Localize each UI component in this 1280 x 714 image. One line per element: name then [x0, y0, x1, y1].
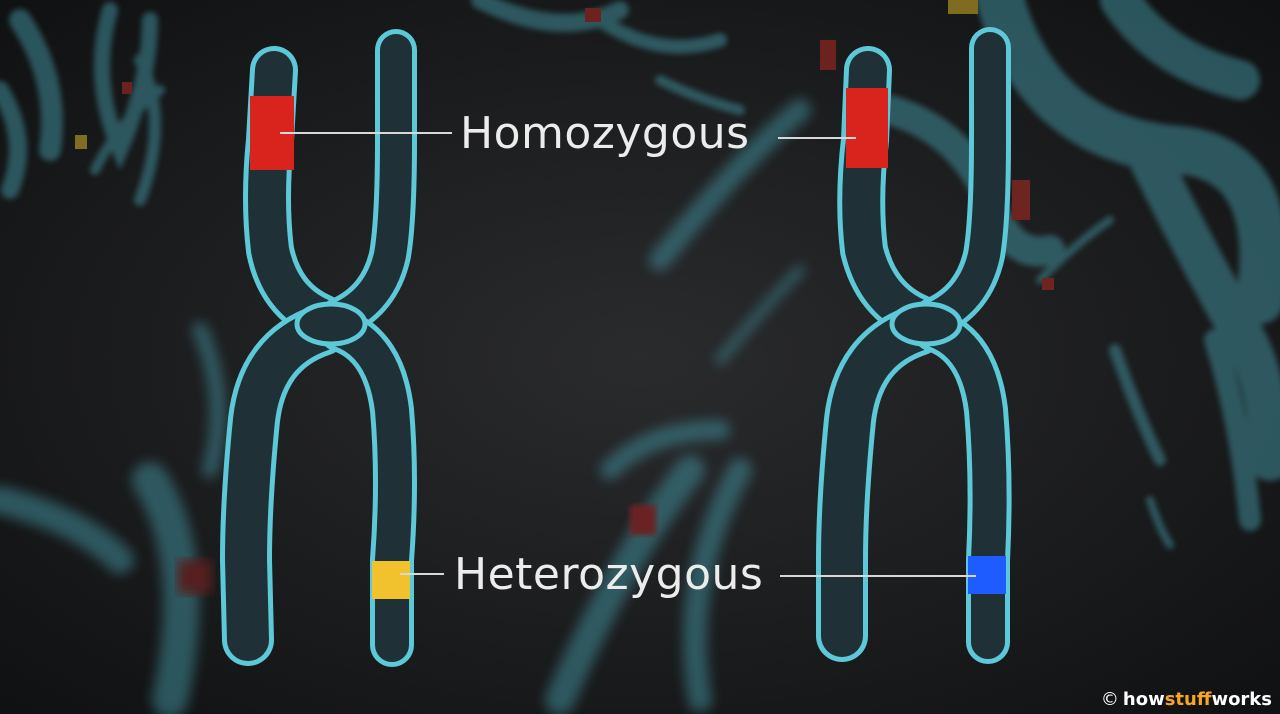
bg-chromosome: [0, 81, 27, 199]
chromatid-right-lower: [917, 313, 1007, 659]
credit-part-3: works: [1211, 689, 1272, 710]
bg-band-red: [585, 8, 601, 22]
bg-band-yellow: [75, 135, 87, 149]
bg-chromosome: [1129, 139, 1280, 481]
bg-chromosome: [593, 13, 727, 54]
bg-band-red: [820, 40, 836, 70]
bg-chromosome: [9, 9, 63, 161]
bg-chromosome: [655, 75, 745, 115]
bg-chromosome: [134, 54, 161, 206]
bg-band-red: [630, 505, 656, 535]
chromosome-left: [219, 29, 417, 667]
credit-part-2: stuff: [1164, 689, 1212, 710]
centromere-left: [294, 301, 368, 347]
heterozygous-label: Heterozygous: [454, 549, 764, 600]
chromatid-left-lower: [821, 309, 939, 657]
bg-chromosome: [192, 322, 226, 478]
bg-band-red: [1042, 278, 1054, 290]
copyright-icon: ©: [1100, 689, 1119, 710]
centromere-right: [889, 301, 963, 347]
heterozygous-band-left: [372, 561, 410, 599]
bg-chromosome: [0, 486, 134, 574]
chromatid-right-upper: [918, 32, 1006, 334]
bg-chromosome: [1109, 344, 1166, 466]
bg-chromosome: [1204, 329, 1261, 531]
bg-band-yellow: [948, 0, 978, 14]
homozygous-band-right: [846, 88, 888, 168]
bg-band-red: [122, 82, 132, 94]
bg-band-red: [178, 560, 212, 594]
chromatid-right-lower: [323, 313, 412, 662]
bg-chromosome: [715, 265, 805, 365]
bg-chromosome: [600, 420, 730, 480]
bg-band-red: [1012, 180, 1030, 220]
credit-part-1: how: [1122, 689, 1165, 710]
bg-chromosome: [94, 2, 158, 171]
credit-watermark: ©howstuffworks: [1101, 689, 1272, 710]
chromatid-right-upper: [324, 34, 412, 334]
leader-lines: [280, 132, 976, 577]
bg-chromosome: [1036, 216, 1114, 284]
chromatid-left-lower: [224, 309, 343, 661]
bg-chromosome: [976, 0, 1280, 324]
homozygous-label: Homozygous: [460, 108, 750, 159]
bg-chromosome: [1146, 496, 1174, 549]
bg-chromosome: [1100, 0, 1260, 100]
chromosome-right: [816, 27, 1012, 664]
bg-chromosome: [683, 458, 752, 712]
bg-chromosome: [545, 455, 705, 714]
bg-chromosome: [649, 99, 811, 271]
